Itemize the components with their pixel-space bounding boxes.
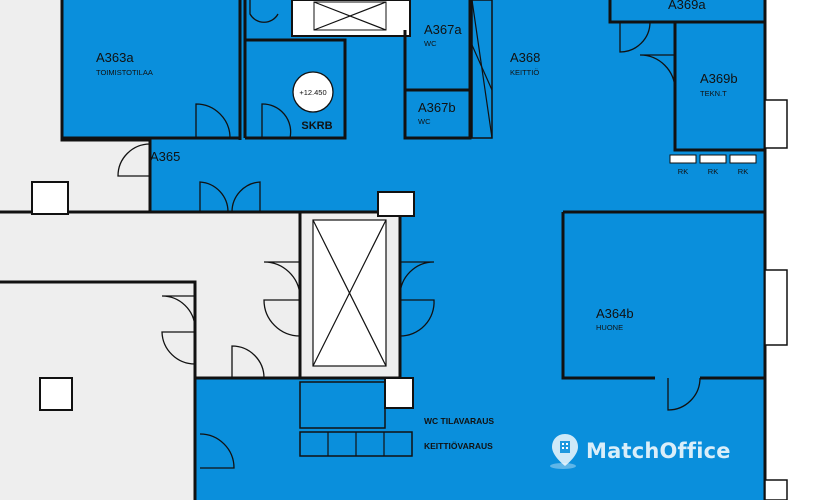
kitchen-hatch-a xyxy=(471,0,493,139)
room-code-a369a: A369a xyxy=(668,0,706,12)
door-elevator-right-b xyxy=(399,299,435,337)
stair-inner xyxy=(313,1,387,31)
door-a364b xyxy=(667,377,701,411)
room-code-a364b: A364b xyxy=(596,306,634,321)
column-4 xyxy=(384,377,414,409)
door-elevator-left-a xyxy=(263,261,301,297)
room-code-a365: A365 xyxy=(150,149,180,164)
wall-lower-corridor xyxy=(0,280,197,378)
rk-label-3: RK xyxy=(738,167,748,176)
wall-bottom-left xyxy=(193,376,300,500)
elevator-cross-b xyxy=(312,219,387,367)
elevation-label: +12.450 xyxy=(299,88,326,97)
room-name-a367b: WC xyxy=(418,117,431,126)
window-2 xyxy=(764,269,788,346)
room-code-a369b: A369b xyxy=(700,71,738,86)
map-pin-building-icon xyxy=(550,434,578,469)
watermark-brand: MatchOffice xyxy=(586,439,731,463)
room-name-a367a: WC xyxy=(424,39,437,48)
rk-label-1: RK xyxy=(678,167,688,176)
door-stair-side xyxy=(249,0,279,23)
skrb-label: SKRB xyxy=(301,120,332,132)
elevation-marker xyxy=(292,71,334,113)
kitchen-counter xyxy=(471,0,493,139)
door-a365 xyxy=(117,143,151,177)
wall-a364b xyxy=(561,210,765,380)
column-3 xyxy=(39,377,73,411)
door-bottom-left xyxy=(199,433,235,469)
room-code-a368: A368 xyxy=(510,50,540,65)
wc-reservation-box xyxy=(299,381,386,429)
stair-line-b xyxy=(313,1,387,31)
door-lower-b xyxy=(161,331,196,365)
matchoffice-watermark: MatchOffice xyxy=(550,432,731,470)
door-skrb xyxy=(261,103,292,139)
window-3 xyxy=(764,479,788,500)
door-corridor-b xyxy=(231,181,261,213)
door-lower-c xyxy=(231,345,265,379)
room-name-a364b: HUONE xyxy=(596,323,623,332)
rk-label-2: RK xyxy=(708,167,718,176)
room-name-a368: KEITTIÖ xyxy=(510,68,539,77)
room-name-a369b: TEKN.T xyxy=(700,89,727,98)
wall-skrb xyxy=(243,0,347,140)
door-a369b xyxy=(639,54,676,91)
room-name-a363a: TOIMISTOTILAA xyxy=(96,68,153,77)
door-corridor-a xyxy=(199,181,229,213)
rk-unit-3 xyxy=(729,154,757,164)
column-2 xyxy=(377,191,415,217)
door-elevator-right-a xyxy=(399,261,435,297)
wall-a369 xyxy=(608,0,765,152)
window-1 xyxy=(764,99,788,149)
kitchen-hatch-b xyxy=(471,44,493,91)
wall-a363a xyxy=(62,0,242,140)
door-elevator-left-b xyxy=(263,299,301,337)
room-code-a367a: A367a xyxy=(424,22,462,37)
office-zone xyxy=(62,0,765,500)
column-1 xyxy=(31,181,69,215)
rk-unit-2 xyxy=(699,154,727,164)
door-lower-a xyxy=(161,295,196,329)
room-code-a363a: A363a xyxy=(96,50,134,65)
top-stair xyxy=(291,0,411,37)
door-a363a xyxy=(195,103,231,139)
wc-reservation-label: WC TILAVARAUS xyxy=(424,416,494,426)
rk-unit-1 xyxy=(669,154,697,164)
kitchen-reservation-label: KEITTIÖVARAUS xyxy=(424,441,493,451)
outer-strip-right xyxy=(765,0,825,500)
wall-wc xyxy=(403,0,472,140)
door-a369a xyxy=(619,21,651,53)
room-code-a367b: A367b xyxy=(418,100,456,115)
